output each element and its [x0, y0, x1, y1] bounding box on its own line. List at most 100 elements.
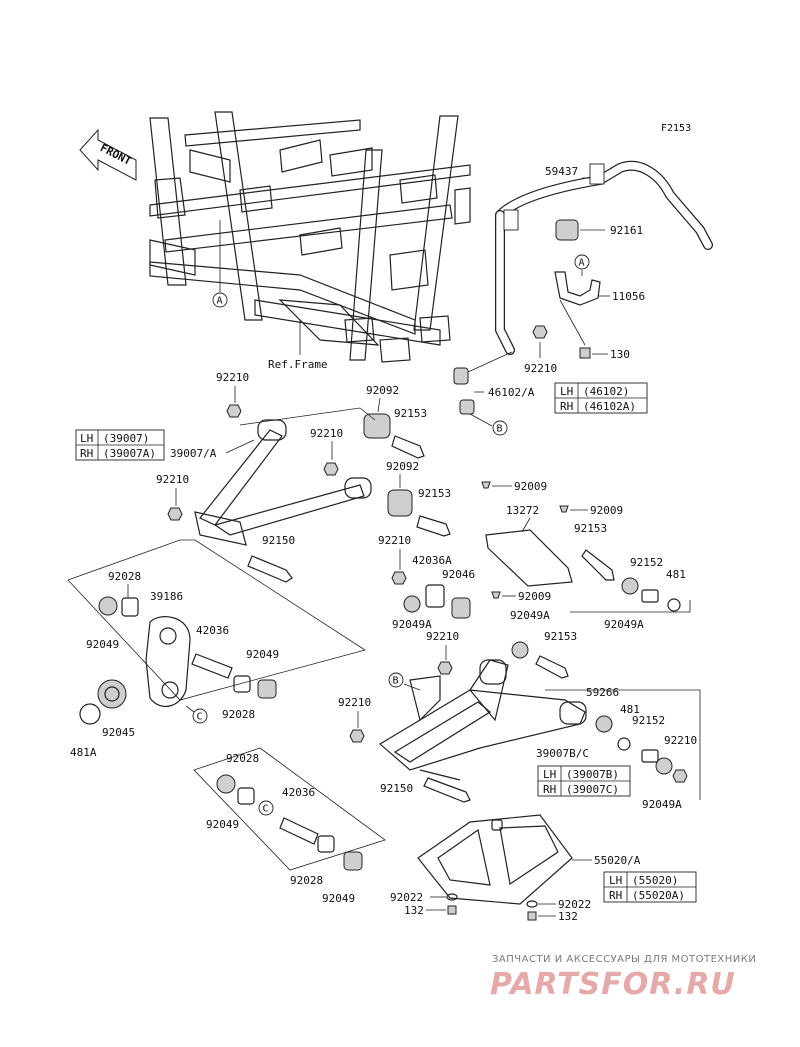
bolt-92150-b [423, 777, 471, 803]
part-92046: 92046 [442, 568, 475, 581]
part-92150-a: 92150 [262, 534, 295, 547]
callout-b-link-letter: B [497, 424, 503, 435]
sleeve-42036-a [191, 653, 233, 679]
part-46102a: 46102/A [488, 386, 535, 399]
part-92153-c: 92153 [574, 522, 607, 535]
sleeve-42036-b [279, 817, 319, 845]
t39007bc-lh-val: (39007B) [566, 768, 619, 781]
part-92210-a: 92210 [216, 371, 249, 384]
nut-92210-f [672, 769, 688, 783]
part-92210-d: 92210 [378, 534, 411, 547]
part-92092-a: 92092 [366, 384, 399, 397]
lower-sleeve-lead-box [193, 747, 386, 871]
nut-92210-b [323, 462, 339, 476]
bushing-92092-b [387, 489, 413, 517]
collar-92028-b [233, 675, 251, 693]
t39007-rh: RH [80, 447, 93, 460]
part-92049-a: 92049 [86, 638, 119, 651]
nut-92210-a [226, 404, 242, 418]
bolt-92153-d [535, 655, 569, 679]
seal-92049-c [216, 774, 236, 794]
part-92152-a: 92152 [630, 556, 663, 569]
callout-a-frame-letter: A [217, 296, 223, 307]
part-92210-e: 92210 [426, 630, 459, 643]
seal-92049a-a [621, 577, 639, 595]
part-92210-g: 92210 [338, 696, 371, 709]
part-92045: 92045 [102, 726, 135, 739]
part-92210-top: 92210 [524, 362, 557, 375]
ref-frame-label: Ref.Frame [268, 358, 328, 371]
t39007bc-rh: RH [543, 783, 556, 796]
rivet-92009-a [481, 481, 491, 489]
rivet-92009-c [491, 591, 501, 599]
table-39007: LH (39007) RH (39007A) [75, 429, 165, 461]
callout-c-sleeve-letter: C [263, 804, 269, 815]
t46102-rh: RH [560, 400, 573, 413]
bushing-92046 [451, 597, 471, 619]
skid-plate-55020 [417, 814, 573, 905]
part-92049a-a: 92049A [604, 618, 644, 631]
collar-92028-c [237, 787, 255, 805]
part-130: 130 [610, 348, 630, 361]
callout-c-knuckle [192, 708, 208, 724]
part-481a: 481A [70, 746, 97, 759]
part-92049-d: 92049 [322, 892, 355, 905]
callout-a-frame [212, 292, 228, 308]
t55020-rh: RH [609, 889, 622, 902]
t55020-rh-val: (55020A) [632, 889, 685, 902]
part-92210-f: 92210 [664, 734, 697, 747]
bolt-132-a [447, 905, 457, 915]
nut-92210-e [437, 661, 453, 675]
watermark-logo: PARTSFOR.RU [490, 967, 736, 1002]
rivet-92009-b [559, 505, 569, 513]
nut-92210-stab [532, 325, 548, 339]
part-92028-a: 92028 [108, 570, 141, 583]
circlip-481a [79, 703, 101, 725]
part-481-a: 481 [666, 568, 686, 581]
table-55020: LH (55020) RH (55020A) [603, 871, 697, 903]
part-92152-b: 92152 [632, 714, 665, 727]
part-59437: 59437 [545, 165, 578, 178]
bearing-92045 [97, 679, 127, 709]
nut-92210-c [167, 507, 183, 521]
link-46102 [453, 367, 469, 385]
t55020-lh-val: (55020) [632, 874, 678, 887]
part-92028-d: 92028 [290, 874, 323, 887]
figure-id: F2153 [661, 123, 691, 134]
part-13272: 13272 [506, 504, 539, 517]
part-39007bc: 39007B/C [536, 747, 589, 760]
callout-b-arm [388, 672, 404, 688]
part-92028-c: 92028 [226, 752, 259, 765]
table-46102: LH (46102) RH (46102A) [554, 382, 648, 414]
part-92028-b: 92028 [222, 708, 255, 721]
part-481-b: 481 [620, 703, 640, 716]
part-92022-a: 92022 [390, 891, 423, 904]
upper-a-arm [194, 419, 372, 546]
seal-92049-a [98, 596, 118, 616]
part-11056: 11056 [612, 290, 645, 303]
bolt-92153-c [581, 549, 615, 581]
watermark-tagline: ЗАПЧАСТИ И АКСЕССУАРЫ ДЛЯ МОТОТЕХНИКИ [492, 954, 756, 965]
seal-92049-b [257, 679, 277, 699]
part-42036a: 42036A [412, 554, 452, 567]
part-55020a: 55020/A [594, 854, 641, 867]
knuckle-39186 [145, 616, 191, 707]
part-92009-c: 92009 [518, 590, 551, 603]
callout-a-clamp [574, 254, 590, 270]
seal-92049a-c [511, 641, 529, 659]
seal-92049-d [343, 851, 363, 871]
t39007-lh: LH [80, 432, 93, 445]
collar-92028-d [317, 835, 335, 853]
callout-c-sleeve [258, 800, 274, 816]
callout-b-link [492, 420, 508, 436]
collar-92028-a [121, 597, 139, 617]
callout-c-knuckle-letter: C [197, 712, 203, 723]
knuckle-lead-box [67, 539, 366, 701]
circlip-481-b [617, 737, 631, 751]
t39007bc-rh-val: (39007C) [566, 783, 619, 796]
washer-92022-b [526, 900, 538, 908]
part-92153-a: 92153 [394, 407, 427, 420]
part-92092-b: 92092 [386, 460, 419, 473]
part-92153-d: 92153 [544, 630, 577, 643]
bolt-130 [579, 347, 591, 359]
